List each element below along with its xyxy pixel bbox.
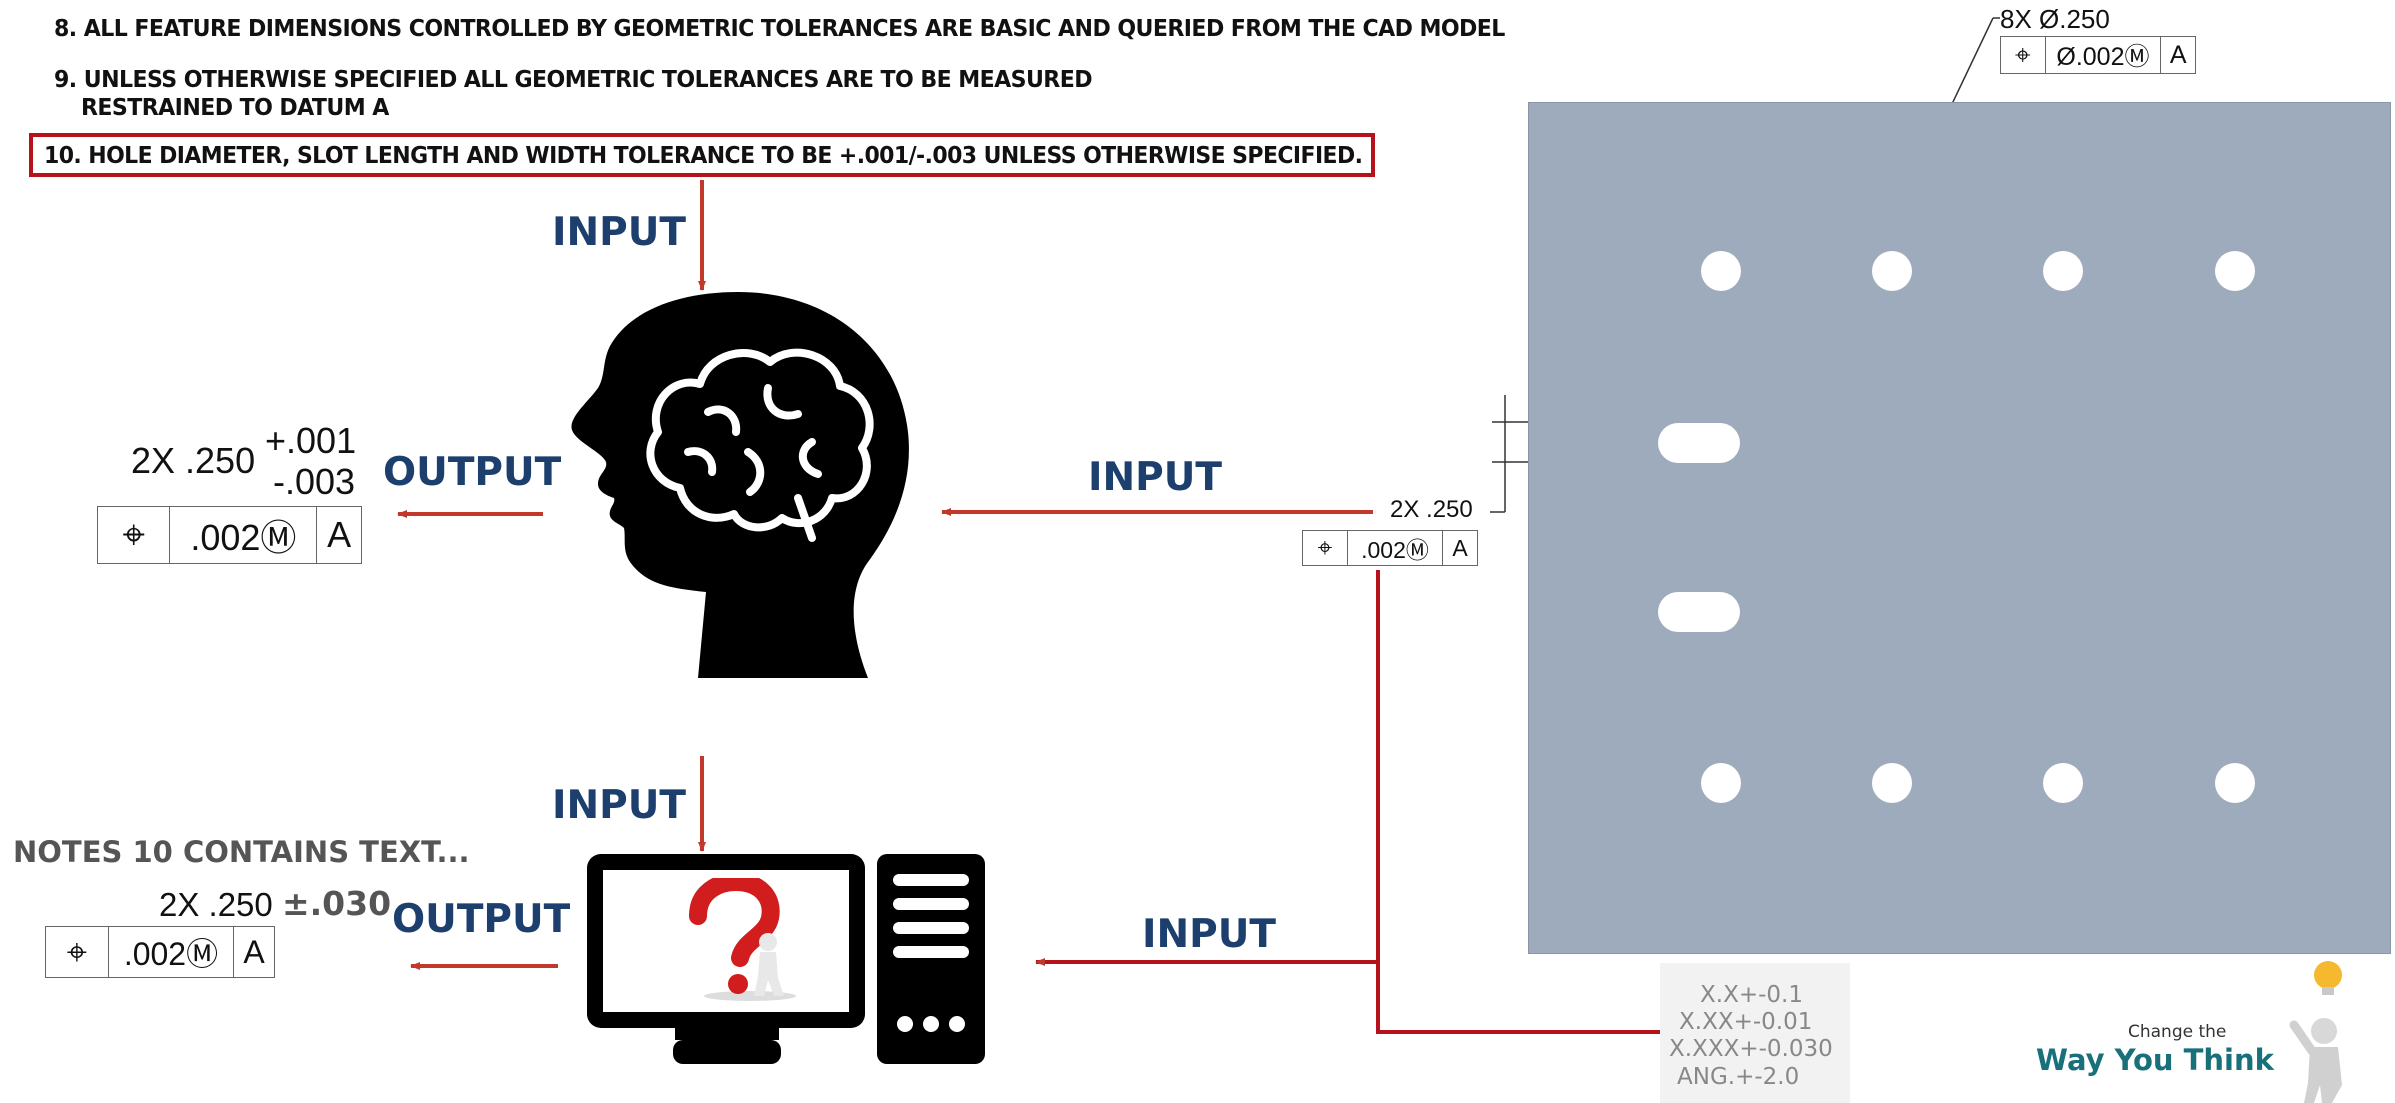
slots-callout: 2X .250 — [1390, 496, 1473, 523]
brain-output-upper-tol: +.001 — [265, 420, 357, 461]
brain-head-icon — [571, 292, 909, 678]
note-9-continuation: RESTRAINED TO DATUM A — [81, 95, 389, 121]
label-input-note: INPUT — [552, 210, 687, 255]
fcf-tolerance: .002Ⓜ — [109, 927, 235, 977]
label-output-computer: OUTPUT — [392, 897, 571, 942]
fcf-datum: A — [243, 933, 265, 970]
slot — [1658, 423, 1740, 463]
fcf-datum: A — [327, 514, 352, 555]
tol-angle: ANG.+-2.0 — [1677, 1064, 1800, 1090]
hole — [2215, 251, 2255, 291]
note-8: 8. ALL FEATURE DIMENSIONS CONTROLLED BY … — [54, 16, 1505, 42]
hole — [1701, 251, 1741, 291]
note-10-highlight-box — [29, 133, 1375, 177]
fcf-datum: A — [1452, 534, 1468, 561]
label-input-drawing-brain: INPUT — [1088, 455, 1223, 500]
logo-line1: Change the — [2128, 1022, 2227, 1042]
holes-callout: 8X Ø.250 — [2000, 4, 2110, 34]
position-tolerance-icon: ⌖ — [1303, 531, 1348, 565]
part-plate — [1528, 102, 2391, 954]
brain-output-dimension: 2X .250 — [131, 440, 256, 481]
lightbulb-figure-icon — [2289, 961, 2342, 1103]
label-input-drawing-computer: INPUT — [1142, 912, 1277, 957]
slot — [1658, 592, 1740, 632]
note-10: 10. HOLE DIAMETER, SLOT LENGTH AND WIDTH… — [44, 143, 1363, 169]
hole — [2043, 763, 2083, 803]
hole — [2043, 251, 2083, 291]
fcf-tolerance: Ø.002Ⓜ — [2046, 37, 2162, 73]
notes-contains-text: NOTES 10 CONTAINS TEXT... — [13, 835, 470, 869]
tol-one-place: X.X+-0.1 — [1700, 982, 1803, 1008]
holes-fcf: ⌖ Ø.002Ⓜ A — [2000, 36, 2196, 74]
computer-output-dimension: 2X .250 — [159, 886, 273, 923]
label-output-brain: OUTPUT — [383, 450, 562, 495]
hole — [1872, 763, 1912, 803]
label-input-brain-computer: INPUT — [552, 783, 687, 828]
connector-fcf-to-titleblock — [1376, 570, 1660, 1034]
slots-fcf: ⌖ .002Ⓜ A — [1302, 530, 1478, 566]
hole — [1701, 763, 1741, 803]
brain-output-fcf: ⌖ .002Ⓜ A — [97, 506, 362, 564]
logo-line2: Way You Think — [2036, 1043, 2274, 1077]
question-mark-icon — [689, 878, 796, 1001]
tol-three-place: X.XXX+-0.030 — [1669, 1036, 1833, 1062]
logo: Change the Way You Think — [2030, 955, 2395, 1103]
computer-output-fcf: ⌖ .002Ⓜ A — [45, 926, 275, 978]
brain-output-lower-tol: -.003 — [273, 461, 356, 502]
fcf-tolerance: .002Ⓜ — [1348, 531, 1443, 565]
fcf-tolerance: .002Ⓜ — [170, 507, 318, 563]
position-tolerance-icon: ⌖ — [46, 927, 109, 977]
hole — [1872, 251, 1912, 291]
tol-two-place: X.XX+-0.01 — [1679, 1009, 1813, 1035]
fcf-datum: A — [2169, 40, 2187, 69]
computer-output-tol: ±.030 — [282, 884, 392, 923]
computer-icon — [587, 854, 985, 1064]
hole — [2215, 763, 2255, 803]
position-tolerance-icon: ⌖ — [2001, 37, 2046, 73]
position-tolerance-icon: ⌖ — [98, 507, 171, 563]
note-9: 9. UNLESS OTHERWISE SPECIFIED ALL GEOMET… — [54, 67, 1093, 93]
title-block-tolerances: X.X+-0.1 X.XX+-0.01 X.XXX+-0.030 ANG.+-2… — [1660, 963, 1850, 1103]
